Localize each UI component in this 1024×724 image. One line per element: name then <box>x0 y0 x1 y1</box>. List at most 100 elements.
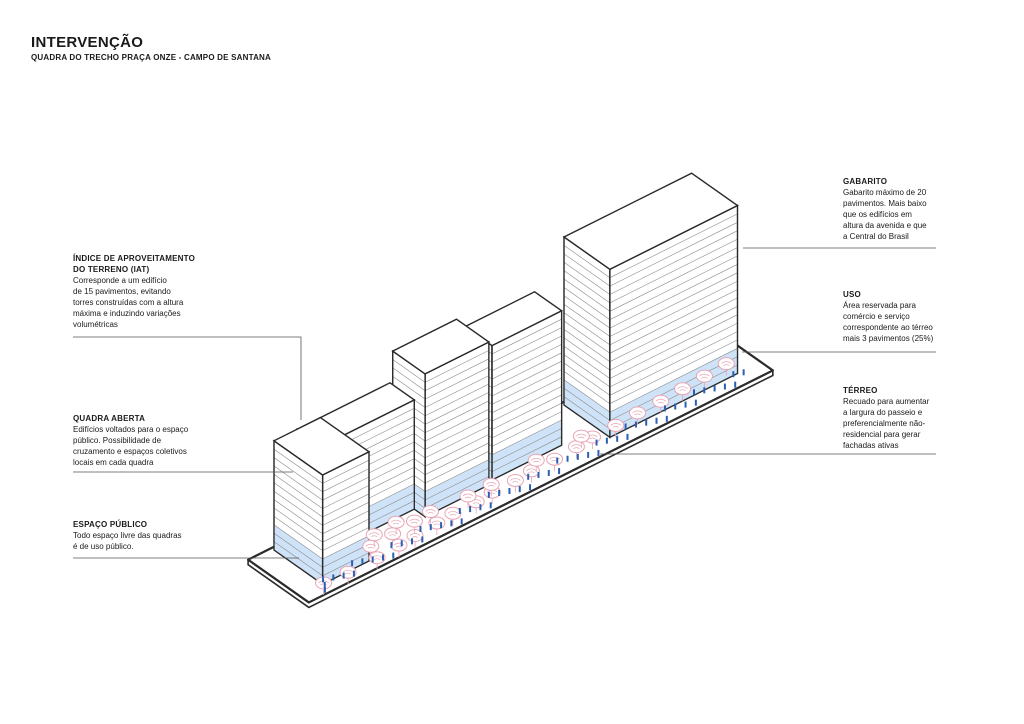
floor-line <box>609 238 738 304</box>
note-uso-line: Área reservada para <box>843 301 916 310</box>
tree-canopy <box>695 369 713 383</box>
note-gabarito-line: altura da avenida e que <box>843 221 927 230</box>
person-figure <box>508 488 511 495</box>
tree-canopy <box>459 489 477 503</box>
floor-line <box>424 476 490 509</box>
tree-canopy <box>607 418 625 432</box>
person-figure <box>665 415 668 422</box>
floor-line <box>491 377 562 414</box>
tree-canopy-detail <box>576 433 587 439</box>
floor-line <box>424 408 490 442</box>
note-quadra-aberta-line: público. Possibilidade de <box>73 436 162 445</box>
note-uso: USO Área reservada para comércio e servi… <box>843 289 933 344</box>
tree-canopy-detail <box>390 519 402 525</box>
floor-line <box>491 344 562 380</box>
floor-line <box>424 358 490 391</box>
floor-line <box>609 331 738 396</box>
tree-canopy-detail <box>531 457 542 463</box>
tree-canopy <box>444 506 462 520</box>
commercial-band-side <box>564 379 610 438</box>
floor-line <box>563 354 611 388</box>
floor-line <box>491 327 562 363</box>
tree-canopy-detail <box>342 569 354 575</box>
note-gabarito: GABARITO Gabarito máximo de 20 pavimento… <box>843 176 927 242</box>
tree-canopy <box>405 514 423 528</box>
tree-canopy-detail <box>409 533 421 538</box>
floor-line <box>609 322 738 388</box>
floor-line <box>563 379 611 413</box>
floor-line <box>563 270 611 304</box>
tree-canopy-detail <box>369 532 380 538</box>
person-figure <box>587 451 590 458</box>
floor-line <box>491 428 562 464</box>
note-gabarito-line: que os edifícios em <box>843 210 912 219</box>
buildings-group <box>272 172 739 586</box>
floor-line <box>491 352 562 388</box>
floor-line <box>273 448 323 484</box>
floor-line <box>563 303 611 337</box>
commercial-band-side <box>274 524 323 585</box>
tree-canopy-detail <box>462 493 474 499</box>
note-terreo-line: a largura do passeio e <box>843 408 923 417</box>
person-figure <box>597 450 600 457</box>
tree-canopy <box>422 505 439 518</box>
person-figure <box>390 542 393 549</box>
floor-line <box>322 543 370 568</box>
note-gabarito-heading: GABARITO <box>843 177 888 186</box>
floor-line <box>491 360 562 397</box>
floor-line <box>563 387 611 421</box>
tree-canopy-detail <box>632 410 643 416</box>
floor-line <box>563 278 611 312</box>
person-figure <box>450 520 453 527</box>
floor-line <box>609 339 738 404</box>
person-figure <box>489 502 492 509</box>
tree-icon <box>506 473 524 493</box>
note-espaco-publico-line: Todo espaço livre das quadras <box>73 531 182 540</box>
floor-line <box>424 392 490 425</box>
note-iat-line: torres construídas com a altura <box>73 298 184 307</box>
tree-canopy <box>482 477 500 491</box>
person-figure <box>605 437 608 444</box>
floor-line <box>273 482 323 518</box>
floor-line <box>609 306 738 371</box>
person-figure <box>713 385 716 392</box>
floor-line <box>392 367 426 391</box>
person-figure <box>732 371 735 378</box>
tree-canopy-detail <box>365 543 376 549</box>
floor-line <box>273 524 323 560</box>
tree-canopy-detail <box>721 361 732 366</box>
floor-line <box>491 386 562 422</box>
person-figure <box>460 518 463 525</box>
floor-line <box>322 485 370 509</box>
tree-canopy <box>629 406 647 420</box>
tree-icon <box>607 418 625 438</box>
floor-line <box>322 552 370 577</box>
floor-line <box>322 518 370 543</box>
tree-icon <box>717 357 735 376</box>
note-iat-heading: DO TERRENO (IAT) <box>73 265 150 274</box>
person-figure <box>469 506 472 513</box>
floor-line <box>424 442 490 475</box>
tree-canopy <box>390 538 408 552</box>
note-espaco-publico-line: é de uso público. <box>73 542 134 551</box>
floor-line <box>609 213 738 278</box>
note-quadra-aberta-line: cruzamento e espaços coletivos <box>73 447 187 456</box>
tree-icon <box>652 394 670 414</box>
page-title: INTERVENÇÃO <box>31 34 144 51</box>
person-figure <box>322 576 325 583</box>
floor-line <box>609 280 738 346</box>
floor-line <box>563 287 611 320</box>
tree-canopy-detail <box>610 423 621 428</box>
tree-icon <box>482 477 500 497</box>
note-gabarito-line: a Central do Brasil <box>843 232 909 241</box>
person-figure <box>371 556 374 563</box>
floor-line <box>273 499 323 535</box>
tree-icon <box>365 528 383 547</box>
person-figure <box>332 574 335 581</box>
tree-icon <box>406 529 424 548</box>
tree-canopy <box>546 452 564 466</box>
commercial-band-front <box>425 459 489 517</box>
note-iat: ÍNDICE DE APROVEITAMENTO DO TERRENO (IAT… <box>73 253 195 330</box>
floor-line <box>563 371 611 404</box>
